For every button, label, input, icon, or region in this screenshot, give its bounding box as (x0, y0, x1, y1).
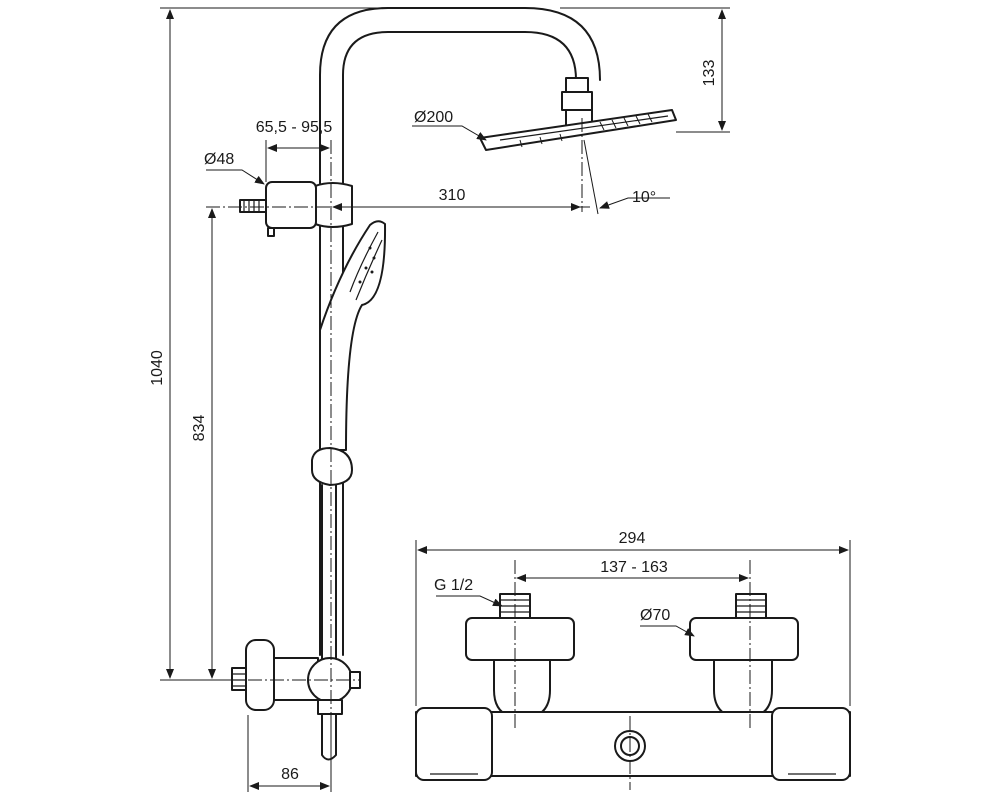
label-mixer-width: 294 (619, 530, 646, 547)
inlet-right (689, 593, 799, 719)
label-bracket-diameter: Ø48 (204, 151, 234, 168)
label-arm-reach: 310 (439, 187, 466, 204)
label-wall-offset: 86 (281, 766, 299, 783)
riser-rail-inner (342, 31, 577, 656)
label-head-diameter: Ø200 (414, 109, 453, 126)
shower-head (479, 77, 677, 151)
hand-shower-holder (311, 447, 353, 761)
leader-escutcheon (640, 625, 695, 637)
leader-head-diameter (412, 125, 487, 141)
label-bracket-range: 65,5 - 95,5 (256, 119, 333, 136)
mixer-front-view: 294 137 - 163 G 1/2 Ø70 (415, 530, 851, 790)
inlet-left (465, 593, 575, 719)
label-total-height: 1040 (149, 350, 166, 386)
side-view: 1040 834 133 310 65,5 - 95,5 Ø48 Ø200 10… (149, 7, 730, 792)
hand-shower (319, 220, 387, 451)
riser-rail-outline (319, 7, 601, 656)
label-inlet-thread: G 1/2 (434, 577, 473, 594)
leader-bracket-diameter (206, 169, 265, 185)
label-mixer-height: 834 (191, 415, 208, 442)
label-head-tilt: 10° (632, 189, 656, 206)
slide-bracket (239, 181, 353, 237)
label-head-drop: 133 (701, 60, 718, 87)
leader-thread (436, 595, 503, 607)
label-escutcheon-diameter: Ø70 (640, 607, 670, 624)
leader-tilt-angle (599, 197, 670, 209)
mixer-side (231, 639, 361, 715)
label-inlet-spacing: 137 - 163 (600, 559, 668, 576)
